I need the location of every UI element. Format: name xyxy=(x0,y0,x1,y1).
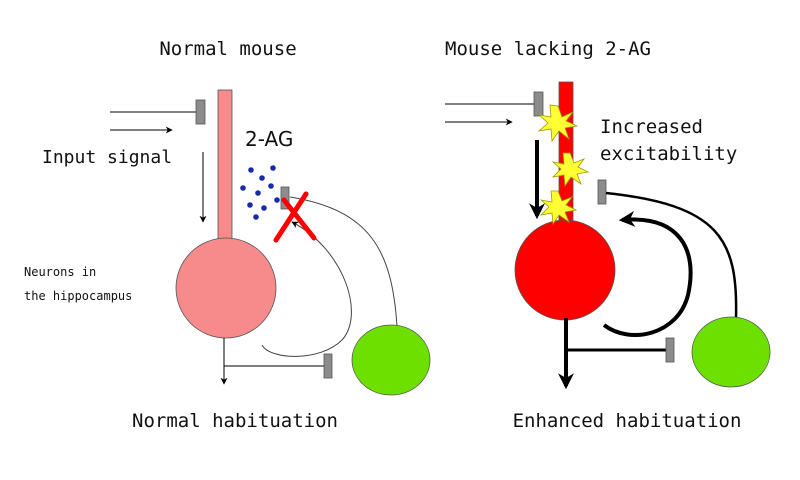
interneuron xyxy=(351,324,431,396)
input-synapse-terminal xyxy=(195,99,206,125)
input-signal-label: Input signal xyxy=(42,147,172,168)
messenger-dot xyxy=(248,167,254,173)
collateral-synapse-terminal xyxy=(323,353,333,379)
left-title: Normal mouse xyxy=(159,38,296,60)
right-title: Mouse lacking 2-AG xyxy=(445,38,651,60)
left-panel: Normal mouse Input signal Neurons in the… xyxy=(24,38,431,432)
spark-burst-icon xyxy=(539,190,578,226)
messenger-dot xyxy=(270,165,276,171)
soma xyxy=(514,219,616,321)
messenger-dot xyxy=(268,183,274,189)
enhanced-feedback-arrow xyxy=(602,210,693,337)
normal-neuron xyxy=(175,89,277,339)
right-panel: Mouse lacking 2-AG Increased excitabilit… xyxy=(445,38,771,432)
soma xyxy=(175,237,277,339)
messenger-dot xyxy=(240,185,246,191)
spark-burst-icon xyxy=(551,152,590,188)
feedback-synapse-terminal xyxy=(597,179,607,205)
neuron-label-line1: Neurons in xyxy=(24,265,96,279)
input-synapse-terminal xyxy=(533,91,544,117)
messenger-dot xyxy=(274,197,280,203)
left-outcome: Normal habituation xyxy=(132,410,338,432)
spark-burst-icon xyxy=(537,104,579,143)
messenger-dots xyxy=(240,165,280,220)
messenger-label: 2-AG xyxy=(245,127,293,151)
feedback-fiber xyxy=(605,191,738,319)
messenger-dot xyxy=(255,190,261,196)
neuron-label-line2: the hippocampus xyxy=(24,289,132,303)
effect-label-line2: excitability xyxy=(600,143,737,165)
messenger-dot xyxy=(253,214,259,220)
effect-label-line1: Increased xyxy=(600,116,703,138)
messenger-dot xyxy=(261,205,267,211)
right-outcome: Enhanced habituation xyxy=(513,410,742,432)
interneuron xyxy=(691,316,771,388)
retrograde-arrow xyxy=(261,221,352,357)
messenger-dot xyxy=(259,175,265,181)
dendrite xyxy=(217,89,233,261)
collateral-synapse-terminal xyxy=(665,337,675,363)
red-x-icon xyxy=(273,191,317,243)
feedback-fiber xyxy=(289,196,398,327)
messenger-dot xyxy=(247,202,253,208)
